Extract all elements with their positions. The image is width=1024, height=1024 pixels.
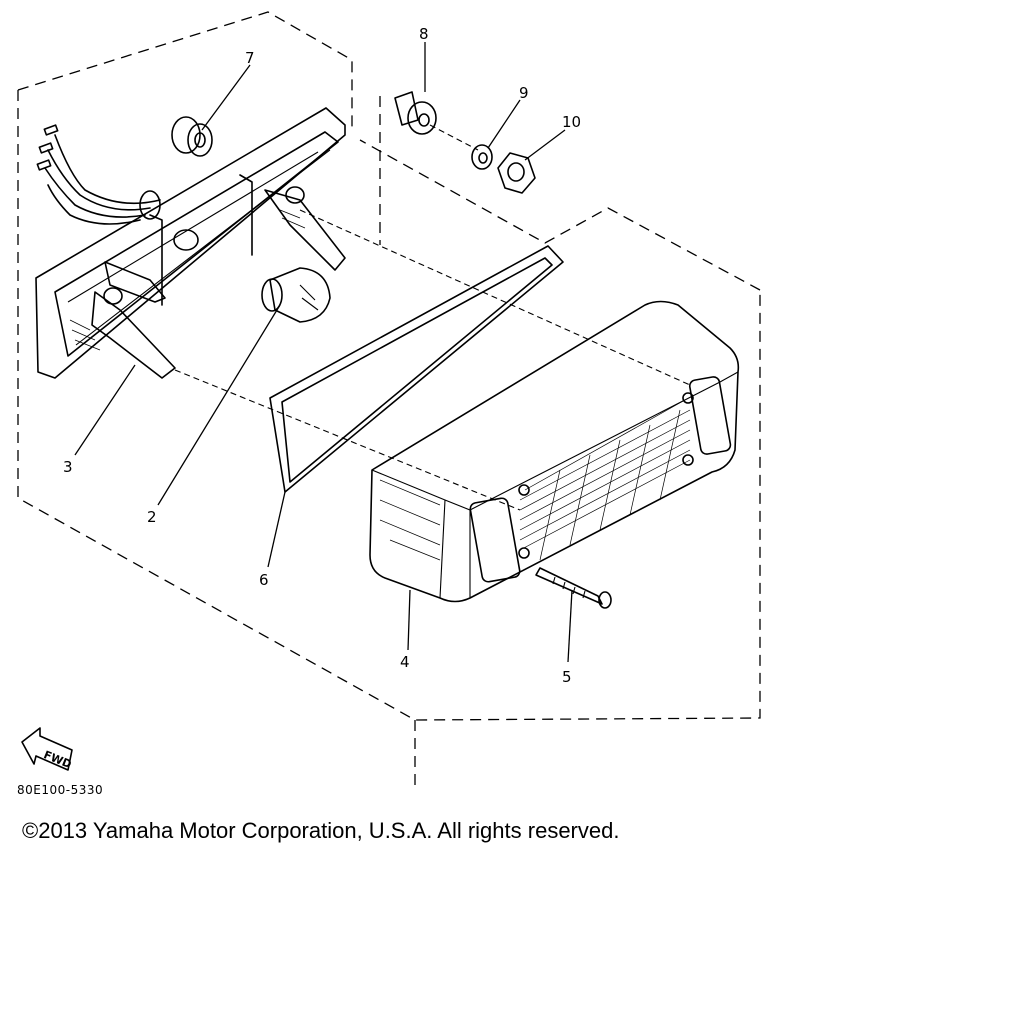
drawing-code: 80E100-5330	[17, 783, 104, 797]
collar	[394, 91, 437, 135]
callout-5: 5	[562, 668, 572, 686]
callout-3: 3	[63, 458, 73, 476]
exploded-parts-diagram: 2 3 4 5 6 7 8 9 10 FWD	[17, 11, 761, 790]
wire-harness	[36, 124, 161, 225]
grommet	[171, 116, 213, 157]
gasket	[269, 245, 564, 493]
lens	[369, 300, 740, 603]
assembly-boundary	[17, 11, 761, 790]
assembly-axis-lines	[174, 124, 691, 511]
lamp-housing	[35, 107, 346, 379]
screw	[535, 567, 612, 609]
bulb	[261, 267, 331, 323]
callout-4: 4	[400, 653, 410, 671]
washer	[471, 144, 493, 170]
callout-9: 9	[519, 84, 529, 102]
fwd-arrow-label: FWD	[42, 748, 74, 771]
nut	[497, 152, 536, 194]
callout-2: 2	[147, 508, 157, 526]
callout-labels: 2 3 4 5 6 7 8 9 10	[63, 25, 581, 686]
copyright-notice: ©2013 Yamaha Motor Corporation, U.S.A. A…	[22, 818, 620, 843]
callout-7: 7	[245, 49, 255, 67]
callout-10: 10	[562, 113, 581, 131]
leader-lines	[74, 42, 573, 663]
callout-6: 6	[259, 571, 269, 589]
callout-8: 8	[419, 25, 429, 43]
fwd-arrow-icon: FWD	[21, 727, 74, 771]
